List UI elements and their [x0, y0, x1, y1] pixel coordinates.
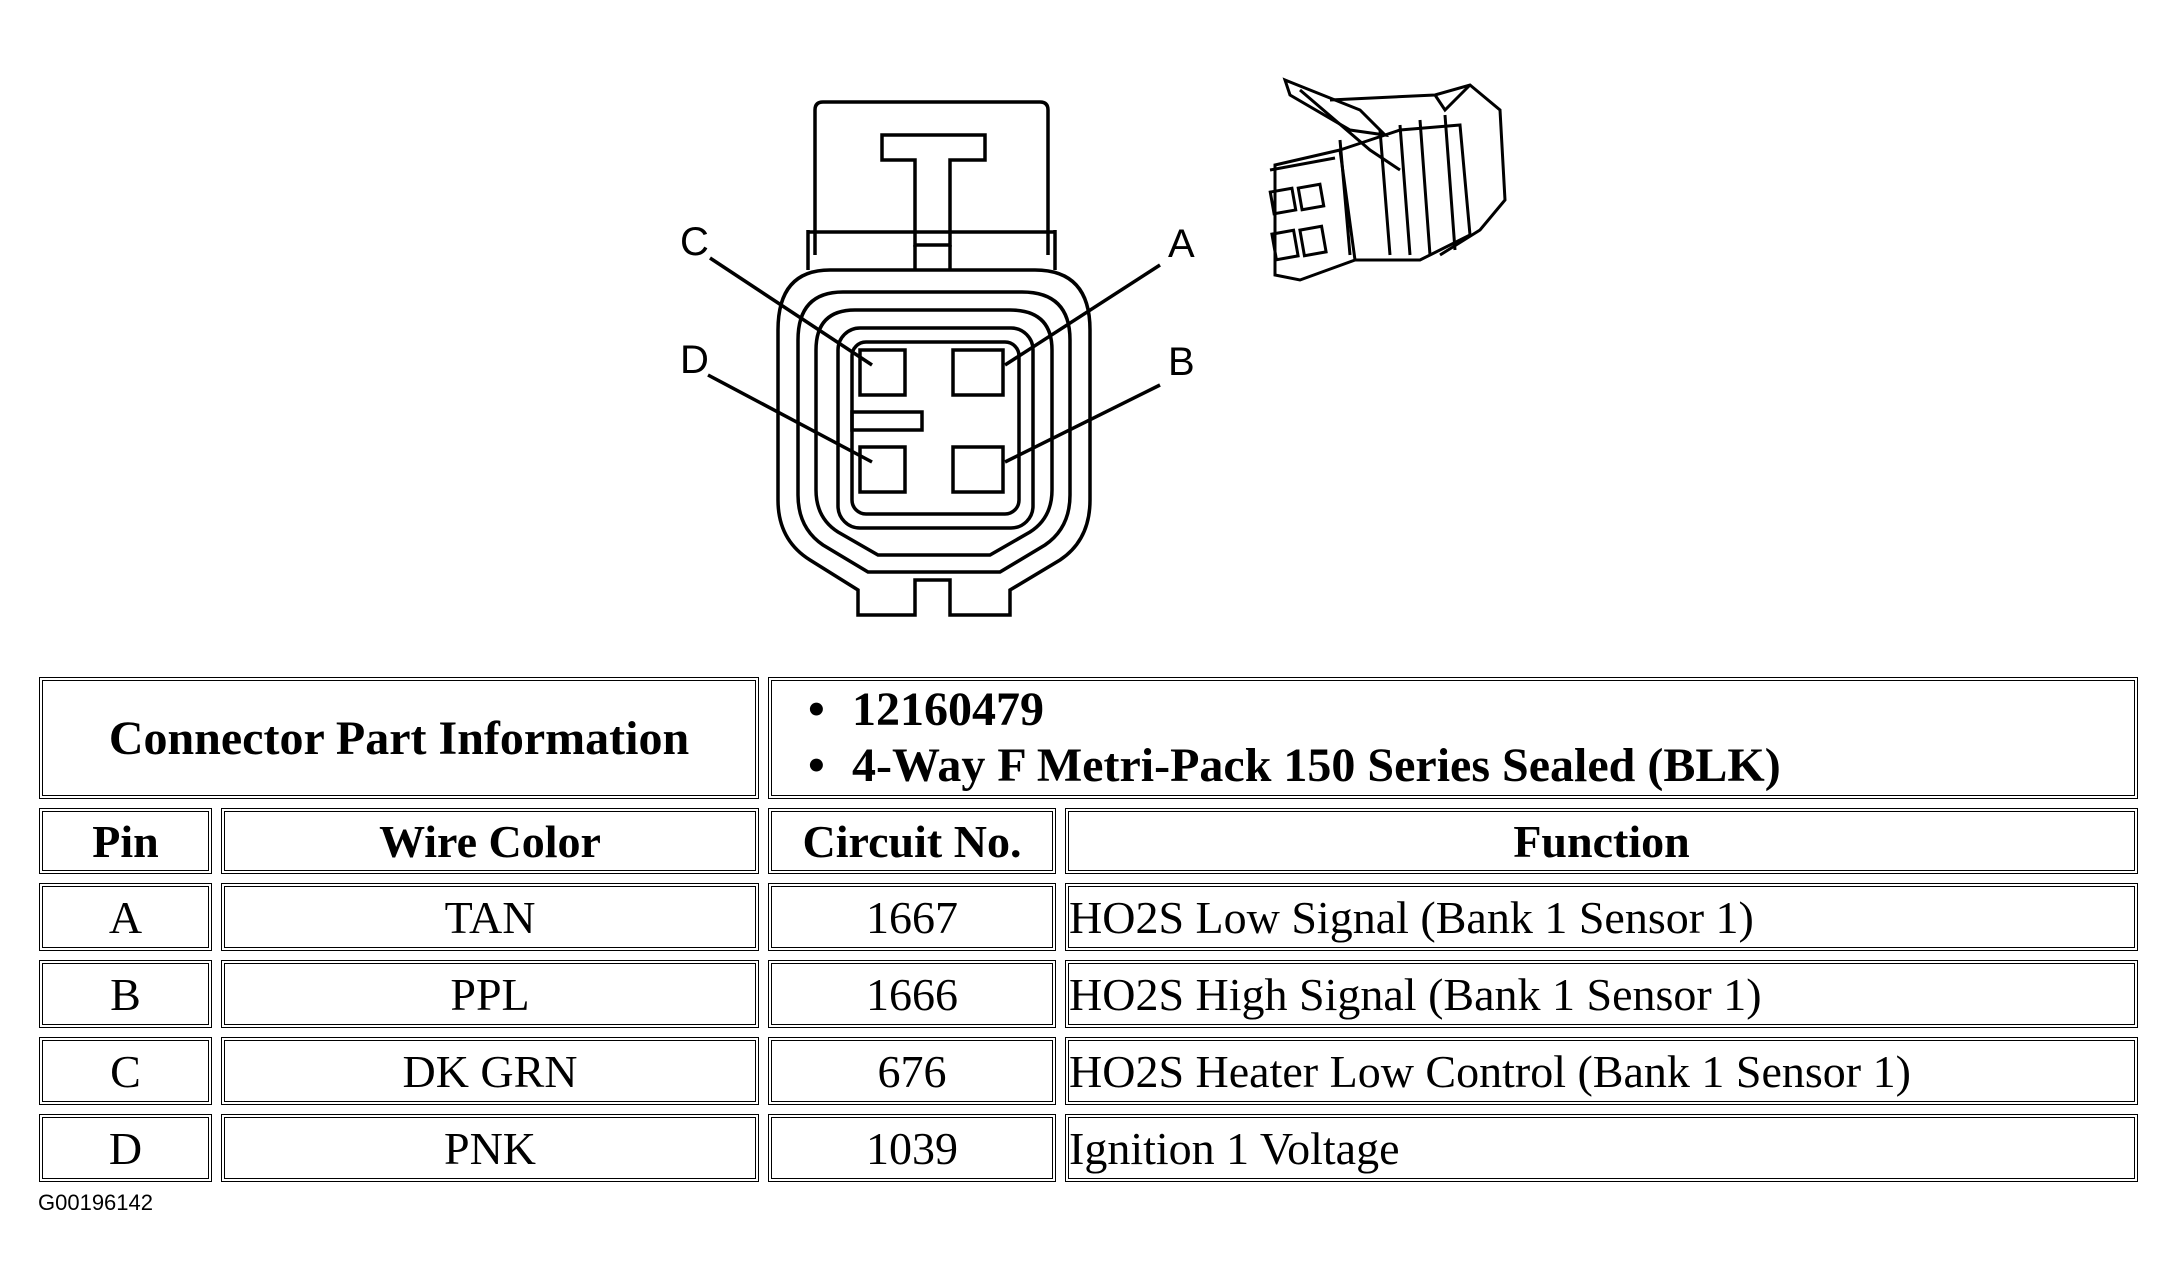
cell-wire-color: PNK — [221, 1114, 759, 1182]
pin-callout-d: D — [680, 338, 709, 382]
table-row: A TAN 1667 HO2S Low Signal (Bank 1 Senso… — [39, 883, 2138, 951]
table-row: B PPL 1666 HO2S High Signal (Bank 1 Sens… — [39, 960, 2138, 1028]
pin-callout-a: A — [1168, 222, 1195, 266]
connector-isometric-view — [1268, 77, 1507, 282]
connector-diagram: A B C D — [680, 77, 1507, 617]
cell-pin: C — [39, 1037, 212, 1105]
cell-function: HO2S Low Signal (Bank 1 Sensor 1) — [1065, 883, 2138, 951]
cell-wire-color: TAN — [221, 883, 759, 951]
table-row: C DK GRN 676 HO2S Heater Low Control (Ba… — [39, 1037, 2138, 1105]
cavity-b — [951, 445, 1005, 494]
connector-table: Connector Part Information 12160479 4-Wa… — [30, 668, 2147, 1191]
cell-wire-color: PPL — [221, 960, 759, 1028]
cavity-c — [858, 348, 907, 397]
pin-callout-b: B — [1168, 340, 1195, 384]
cell-pin: A — [39, 883, 212, 951]
cell-circuit: 1039 — [768, 1114, 1056, 1182]
connector-info-row: Connector Part Information 12160479 4-Wa… — [39, 677, 2138, 799]
connector-info-list: 12160479 4-Way F Metri-Pack 150 Series S… — [768, 677, 2138, 799]
header-circuit-no: Circuit No. — [768, 808, 1056, 874]
cell-function: HO2S High Signal (Bank 1 Sensor 1) — [1065, 960, 2138, 1028]
table-header-row: Pin Wire Color Circuit No. Function — [39, 808, 2138, 874]
cell-circuit: 1666 — [768, 960, 1056, 1028]
cell-wire-color: DK GRN — [221, 1037, 759, 1105]
header-wire-color: Wire Color — [221, 808, 759, 874]
connector-info-label: Connector Part Information — [39, 677, 759, 799]
cavity-a — [951, 348, 1005, 397]
cell-circuit: 676 — [768, 1037, 1056, 1105]
part-number: 12160479 — [808, 682, 2134, 738]
header-pin: Pin — [39, 808, 212, 874]
cell-pin: B — [39, 960, 212, 1028]
cell-circuit: 1667 — [768, 883, 1056, 951]
pin-callout-c: C — [680, 220, 709, 264]
cell-function: Ignition 1 Voltage — [1065, 1114, 2138, 1182]
connector-face-view — [707, 100, 1161, 617]
cell-pin: D — [39, 1114, 212, 1182]
cell-function: HO2S Heater Low Control (Bank 1 Sensor 1… — [1065, 1037, 2138, 1105]
figure-code: G00196142 — [38, 1190, 153, 1215]
connector-description: 4-Way F Metri-Pack 150 Series Sealed (BL… — [808, 738, 2134, 794]
header-function: Function — [1065, 808, 2138, 874]
table-row: D PNK 1039 Ignition 1 Voltage — [39, 1114, 2138, 1182]
cavity-d — [858, 445, 907, 494]
